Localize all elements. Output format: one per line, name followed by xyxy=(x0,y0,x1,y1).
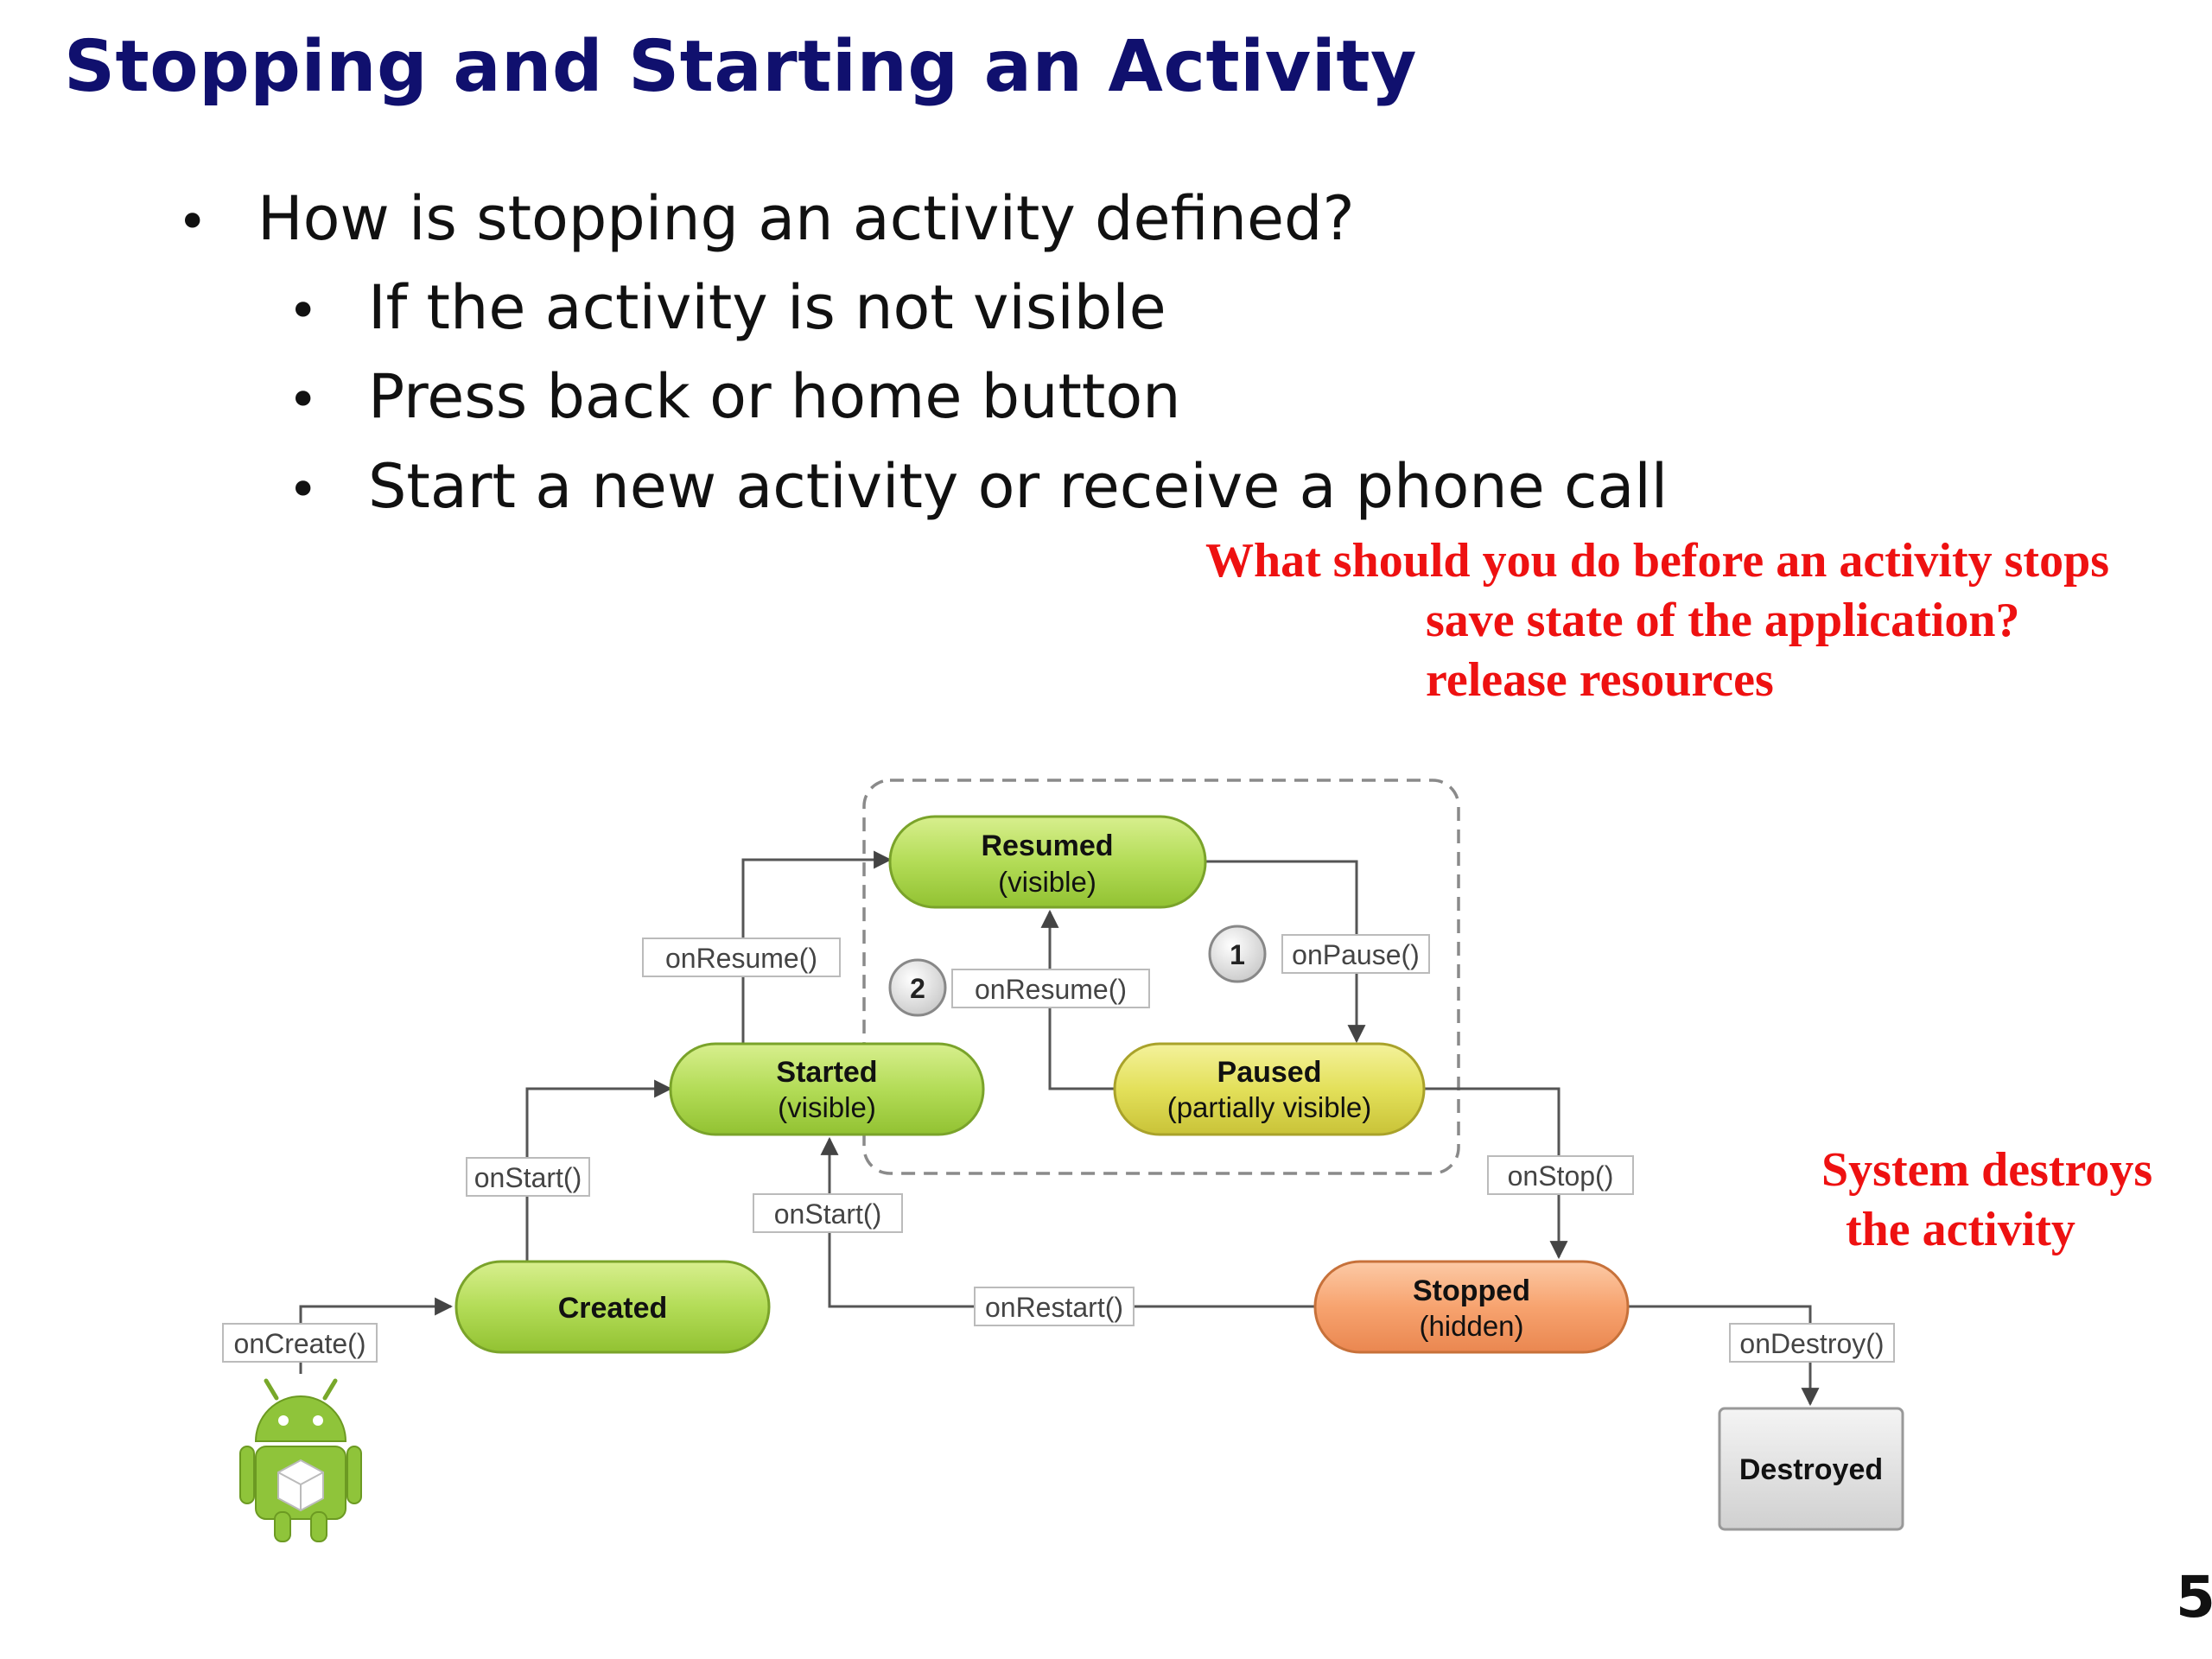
label-onstart-restart-text: onStart() xyxy=(774,1198,881,1230)
bullet-dot: • xyxy=(288,370,319,430)
badge-2-text: 2 xyxy=(910,973,925,1004)
bullet-main: How is stopping an activity defined? xyxy=(257,183,1355,254)
label-onstart-restart: onStart() xyxy=(753,1193,903,1233)
label-onpause: onPause() xyxy=(1281,934,1430,974)
label-onresume-paused-text: onResume() xyxy=(975,974,1127,1005)
label-onstop-text: onStop() xyxy=(1508,1160,1614,1192)
label-onstart-created: onStart() xyxy=(466,1157,590,1197)
sub-bullet-2: Press back or home button xyxy=(368,361,1181,432)
state-stopped-sub: (hidden) xyxy=(1419,1310,1523,1342)
state-created: Created xyxy=(454,1260,771,1354)
note-line-2: save state of the application? xyxy=(1426,594,2020,647)
label-oncreate-text: onCreate() xyxy=(234,1328,366,1359)
state-started-name: Started xyxy=(776,1056,877,1089)
label-onrestart: onRestart() xyxy=(974,1287,1135,1326)
bullet-dot: • xyxy=(288,281,319,341)
note-line-3: release resources xyxy=(1426,653,1774,707)
state-resumed-name: Resumed xyxy=(981,830,1113,862)
state-created-name: Created xyxy=(558,1292,668,1325)
state-stopped: Stopped (hidden) xyxy=(1313,1260,1630,1354)
state-paused-name: Paused xyxy=(1217,1056,1322,1089)
label-onresume-paused: onResume() xyxy=(951,969,1150,1008)
visible-lifetime-box xyxy=(862,779,1460,1175)
state-paused: Paused (partially visible) xyxy=(1113,1042,1426,1136)
bullet-dot: • xyxy=(288,460,319,520)
badge-1: 1 xyxy=(1208,925,1267,983)
label-onresume-started: onResume() xyxy=(642,938,841,977)
state-destroyed-name: Destroyed xyxy=(1739,1453,1883,1486)
page-number: 5 xyxy=(2176,1564,2212,1630)
android-robot-icon xyxy=(239,1378,362,1542)
state-started: Started (visible) xyxy=(669,1042,985,1136)
state-started-sub: (visible) xyxy=(778,1091,876,1123)
label-oncreate: onCreate() xyxy=(222,1323,378,1363)
arrow-created-to-started xyxy=(525,1079,673,1266)
arrow-stopped-to-destroyed xyxy=(1628,1305,1820,1407)
sub-bullet-3: Start a new activity or receive a phone … xyxy=(368,451,1669,522)
label-onrestart-text: onRestart() xyxy=(985,1292,1123,1323)
sub-bullet-1: If the activity is not visible xyxy=(368,272,1166,343)
state-resumed: Resumed (visible) xyxy=(888,815,1207,909)
label-onstop: onStop() xyxy=(1487,1155,1634,1195)
note-line-1: What should you do before an activity st… xyxy=(1205,534,2110,588)
state-resumed-sub: (visible) xyxy=(998,866,1096,898)
system-note-line-1: System destroys xyxy=(1821,1143,2153,1197)
badge-1-text: 1 xyxy=(1230,939,1245,970)
label-onstart-created-text: onStart() xyxy=(474,1162,582,1193)
state-stopped-name: Stopped xyxy=(1413,1274,1530,1307)
label-ondestroy-text: onDestroy() xyxy=(1739,1328,1884,1359)
state-paused-sub: (partially visible) xyxy=(1167,1091,1372,1123)
slide-title: Stopping and Starting an Activity xyxy=(64,26,1417,108)
system-note-line-2: the activity xyxy=(1846,1203,2075,1256)
arrow-resumed-to-paused xyxy=(1205,860,1366,1044)
label-ondestroy: onDestroy() xyxy=(1729,1323,1895,1363)
state-destroyed: Destroyed xyxy=(1718,1407,1904,1531)
label-onpause-text: onPause() xyxy=(1292,939,1420,970)
badge-2: 2 xyxy=(888,958,947,1017)
arrow-started-to-resumed xyxy=(741,850,893,1046)
label-onresume-started-text: onResume() xyxy=(665,943,817,974)
bullet-dot: • xyxy=(177,192,208,252)
arrow-paused-to-stopped xyxy=(1424,1087,1568,1260)
